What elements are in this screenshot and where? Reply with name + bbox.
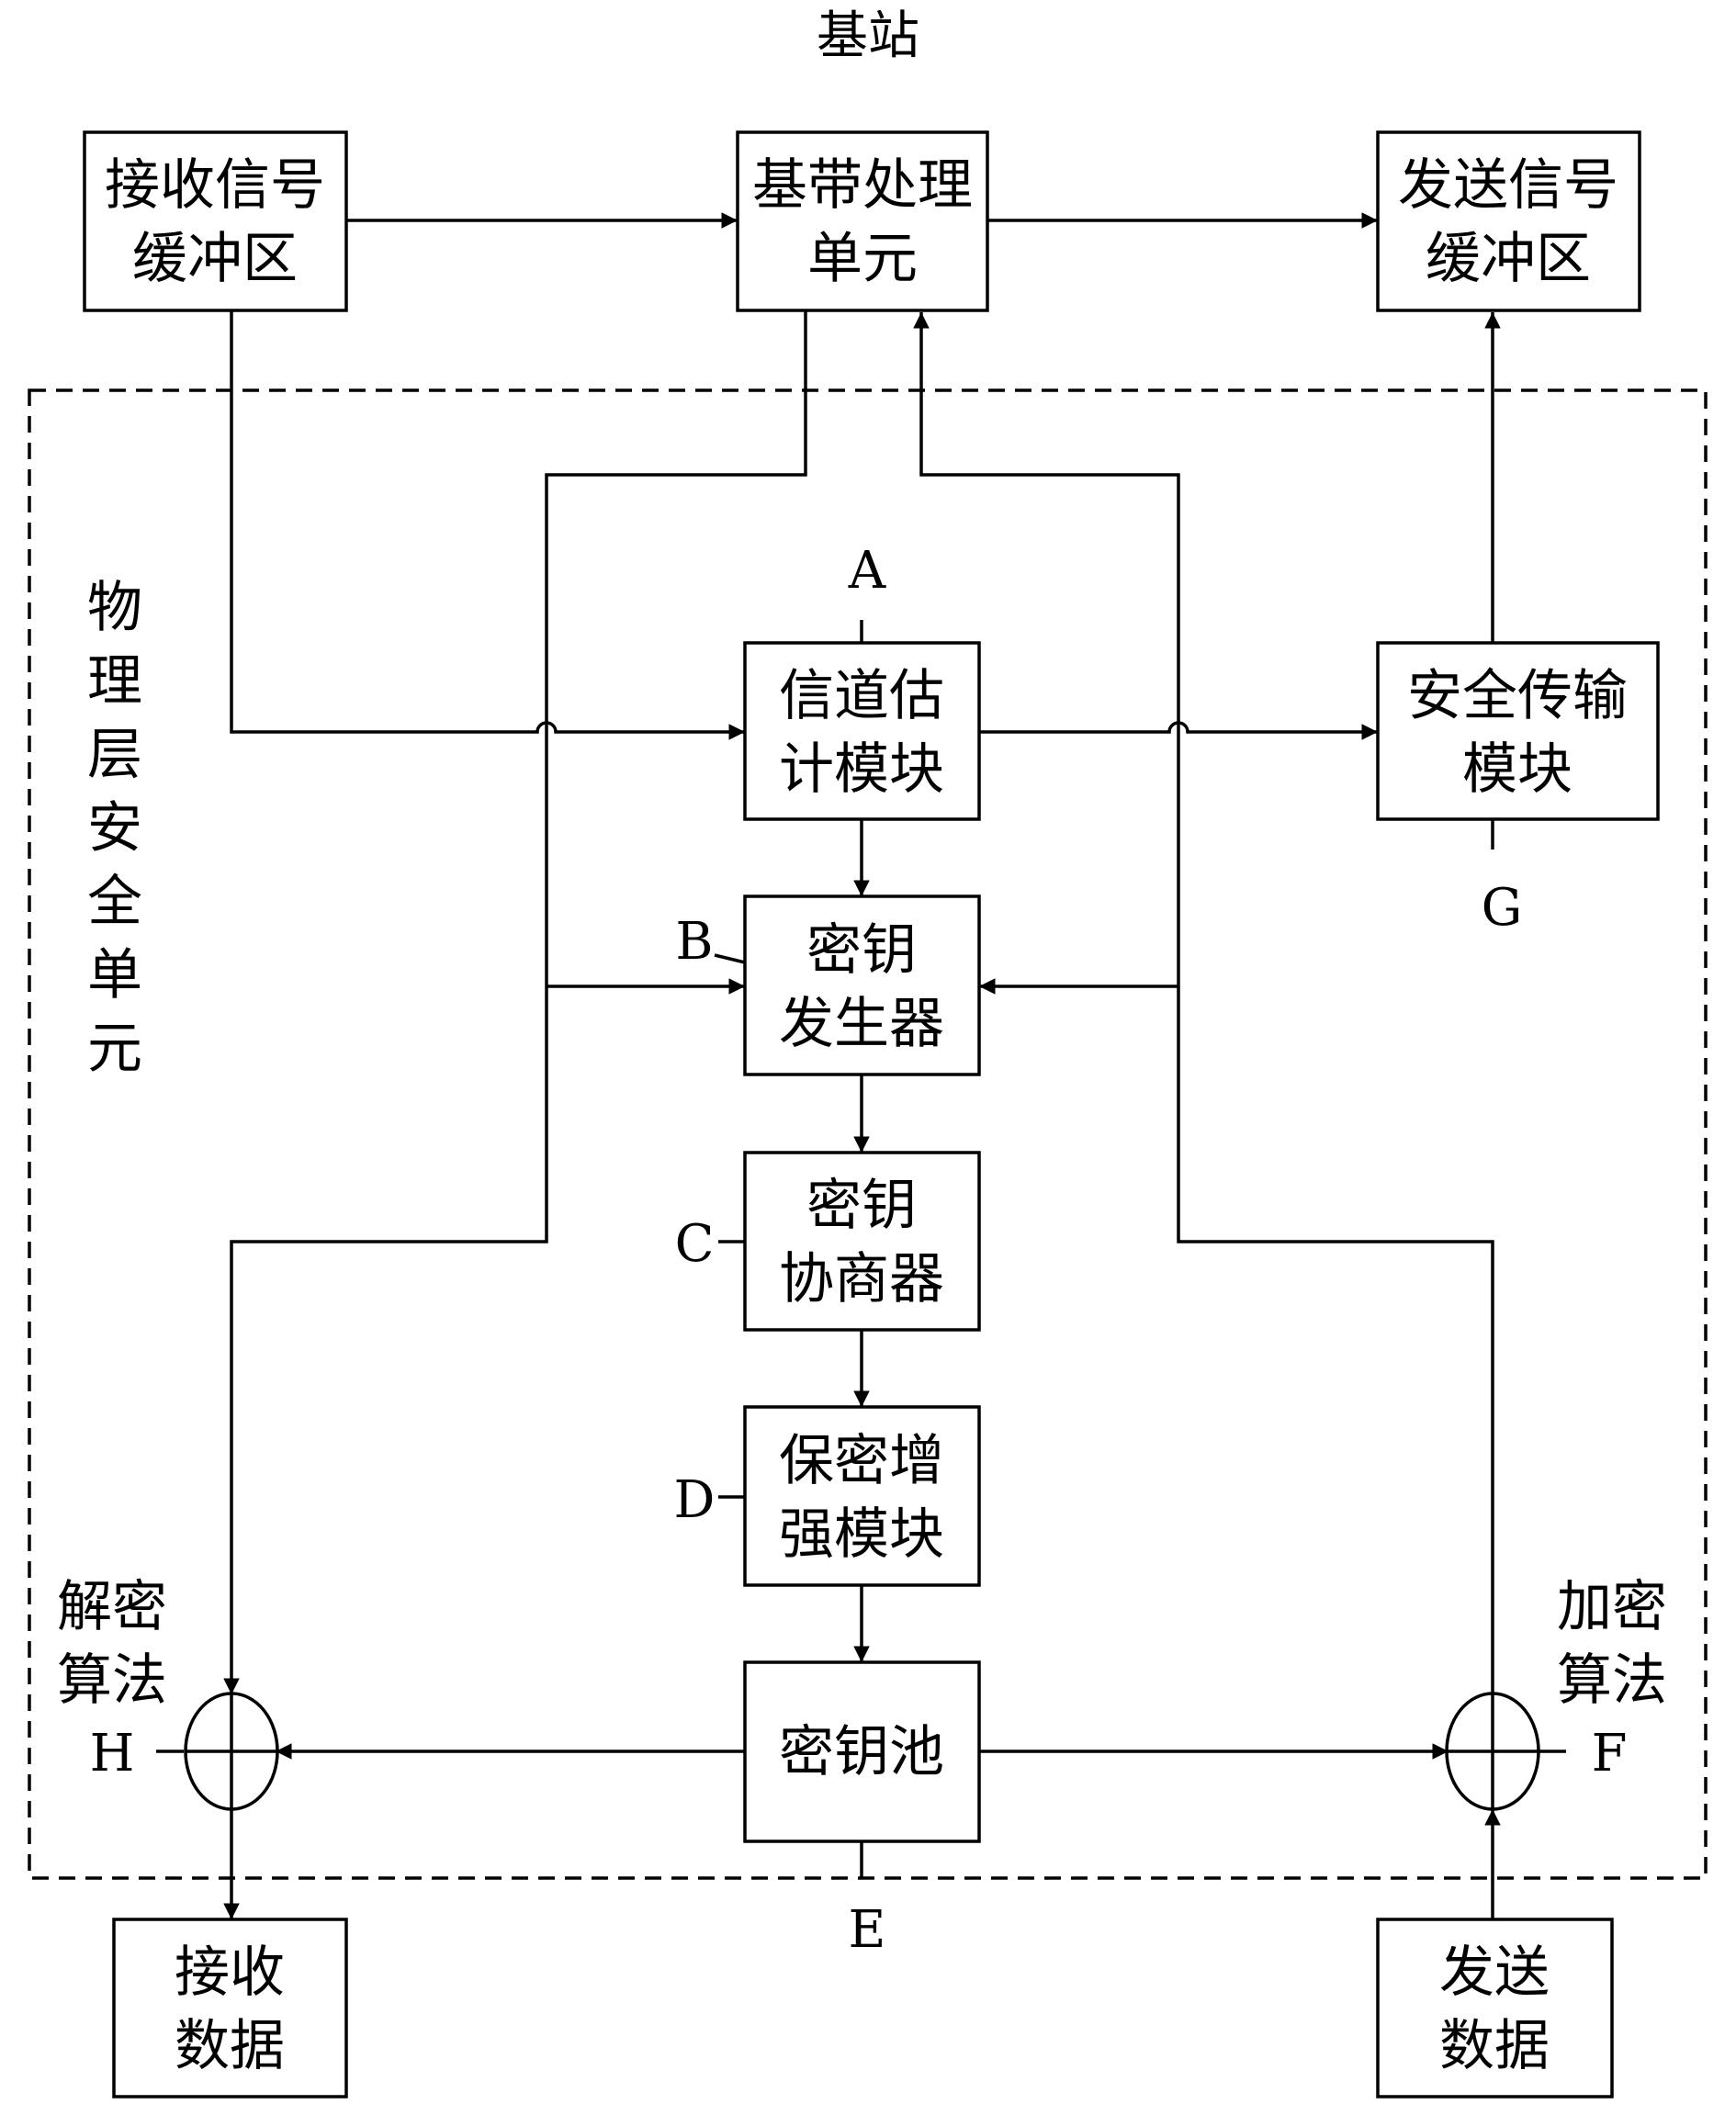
point-label-a: A bbox=[848, 541, 886, 601]
region-label-char-3: 层 bbox=[87, 723, 142, 787]
box-key-pool-label: 密钥池 bbox=[779, 1720, 944, 1784]
region-label: 物 理 层 安 全 单 元 bbox=[87, 576, 142, 1081]
encrypt-label-line-1: 加密 bbox=[1557, 1575, 1667, 1639]
point-label-h: H bbox=[90, 1724, 135, 1783]
box-key-pool: 密钥池 bbox=[743, 1660, 981, 1843]
point-label-e: E bbox=[849, 1900, 886, 1960]
region-label-char-1: 物 bbox=[87, 576, 142, 640]
box-key-gen-line-2: 发生器 bbox=[779, 992, 944, 1056]
box-secure-tx-line-2: 模块 bbox=[1462, 737, 1573, 802]
region-label-char-6: 单 bbox=[87, 943, 142, 1007]
box-privacy-amplification: 保密增 强模块 bbox=[743, 1405, 981, 1587]
point-label-b: B bbox=[675, 912, 713, 972]
region-label-char-4: 安 bbox=[87, 796, 142, 861]
diagram-title: 基站 bbox=[817, 6, 919, 66]
box-privacy-line-1: 保密增 bbox=[779, 1429, 944, 1493]
box-secure-transmission: 安全传输 模块 bbox=[1376, 641, 1660, 821]
box-channel-est-line-2: 计模块 bbox=[779, 737, 944, 802]
box-tx-data-line-1: 发送 bbox=[1439, 1941, 1550, 2005]
box-key-gen-line-1: 密钥 bbox=[806, 918, 917, 983]
wire-baseband-to-decrypt bbox=[223, 310, 807, 1694]
box-key-negotiator: 密钥 协商器 bbox=[743, 1151, 981, 1332]
point-label-d: D bbox=[674, 1470, 716, 1530]
box-tx-buffer: 发送信号 缓冲区 bbox=[1376, 130, 1641, 312]
box-tx-buffer-line-1: 发送信号 bbox=[1398, 153, 1618, 218]
box-rx-data-line-2: 数据 bbox=[175, 2014, 285, 2078]
encrypt-label-line-2: 算法 bbox=[1557, 1648, 1667, 1713]
box-tx-data: 发送 数据 bbox=[1376, 1918, 1614, 2098]
point-label-g: G bbox=[1482, 878, 1523, 938]
box-baseband-line-2: 单元 bbox=[807, 227, 918, 291]
region-label-char-7: 元 bbox=[87, 1017, 142, 1081]
box-rx-buffer: 接收信号 缓冲区 bbox=[83, 130, 348, 312]
point-label-f: F bbox=[1592, 1724, 1628, 1783]
box-tx-data-line-2: 数据 bbox=[1439, 2014, 1550, 2078]
region-label-char-2: 理 bbox=[87, 649, 142, 714]
box-rx-buffer-line-1: 接收信号 bbox=[105, 153, 325, 218]
box-baseband: 基带处理 单元 bbox=[736, 130, 989, 312]
stub-b bbox=[714, 953, 746, 964]
box-rx-data-line-1: 接收 bbox=[175, 1941, 285, 2005]
box-channel-est-line-1: 信道估 bbox=[779, 664, 944, 728]
physical-layer-security-region bbox=[28, 388, 1708, 1880]
box-rx-data: 接收 数据 bbox=[112, 1918, 348, 2098]
wire-rxbuf-to-channel-est bbox=[230, 310, 745, 740]
wires bbox=[156, 212, 1566, 1919]
box-key-generator: 密钥 发生器 bbox=[743, 894, 981, 1076]
encrypt-xor-symbol bbox=[1445, 1692, 1540, 1811]
decrypt-label-line-2: 算法 bbox=[57, 1648, 167, 1713]
point-label-c: C bbox=[675, 1214, 715, 1274]
box-key-neg-line-1: 密钥 bbox=[806, 1174, 917, 1238]
box-tx-buffer-line-2: 缓冲区 bbox=[1426, 227, 1591, 291]
decrypt-label-line-1: 解密 bbox=[57, 1575, 167, 1639]
region-label-char-5: 全 bbox=[87, 870, 142, 934]
box-secure-tx-line-1: 安全传输 bbox=[1407, 664, 1628, 728]
box-privacy-line-2: 强模块 bbox=[779, 1502, 944, 1567]
box-channel-estimation: 信道估 计模块 bbox=[743, 641, 981, 821]
box-baseband-line-1: 基带处理 bbox=[752, 153, 973, 218]
wire-encrypt-to-baseband bbox=[913, 312, 1494, 1694]
decrypt-xor-symbol bbox=[184, 1692, 279, 1811]
box-rx-buffer-line-2: 缓冲区 bbox=[132, 227, 298, 291]
box-key-neg-line-2: 协商器 bbox=[779, 1247, 944, 1311]
